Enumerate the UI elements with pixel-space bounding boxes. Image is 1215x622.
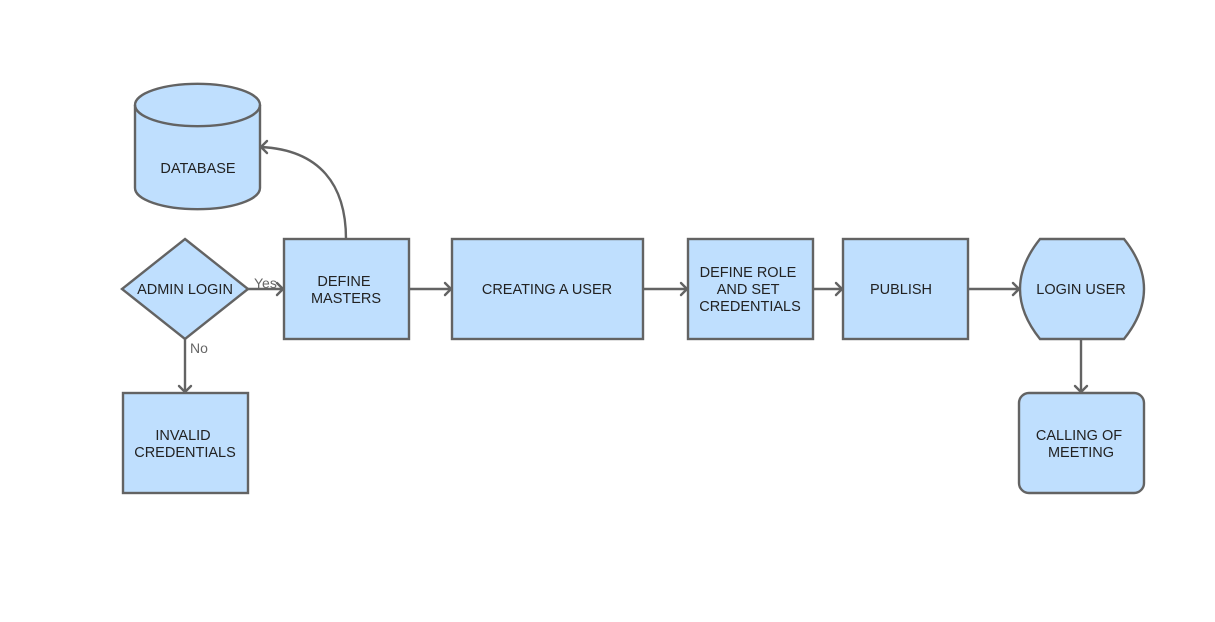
define-role-label: DEFINE ROLE AND SET CREDENTIALS: [699, 265, 801, 315]
invalid-credentials-node[interactable]: INVALID CREDENTIALS: [121, 391, 250, 495]
edge-admin-to-invalid: [177, 339, 193, 394]
edge-masters-to-creating-user: [409, 281, 453, 297]
no-label: No: [190, 340, 208, 356]
edge-admin-to-masters: [248, 281, 285, 297]
creating-user-label: CREATING A USER: [482, 282, 612, 298]
define-role-node[interactable]: DEFINE ROLE AND SET CREDENTIALS: [686, 237, 815, 341]
edge-define-role-to-publish: [813, 281, 844, 297]
edge-creating-user-to-define-role: [643, 281, 689, 297]
database-label: DATABASE: [160, 161, 236, 177]
creating-user-node[interactable]: CREATING A USER: [450, 237, 645, 341]
edge-masters-to-database: [259, 139, 348, 240]
calling-meeting-node[interactable]: CALLING OF MEETING: [1017, 391, 1146, 495]
calling-meeting-label: CALLING OF MEETING: [1036, 428, 1126, 461]
login-user-node[interactable]: LOGIN USER: [1018, 237, 1146, 341]
publish-node[interactable]: PUBLISH: [841, 237, 970, 341]
publish-label: PUBLISH: [870, 282, 932, 298]
invalid-credentials-label: INVALID CREDENTIALS: [134, 428, 236, 461]
edge-publish-to-login-user: [968, 281, 1021, 297]
login-user-label: LOGIN USER: [1036, 282, 1125, 298]
yes-label: Yes: [254, 275, 277, 291]
database-node[interactable]: DATABASE: [133, 82, 262, 211]
edge-login-user-to-calling-meeting: [1073, 339, 1089, 394]
define-masters-label: DEFINE MASTERS: [311, 274, 381, 307]
admin-login-label: ADMIN LOGIN: [137, 282, 233, 298]
define-masters-node[interactable]: DEFINE MASTERS: [282, 237, 411, 341]
admin-login-decision[interactable]: ADMIN LOGIN: [120, 237, 250, 341]
